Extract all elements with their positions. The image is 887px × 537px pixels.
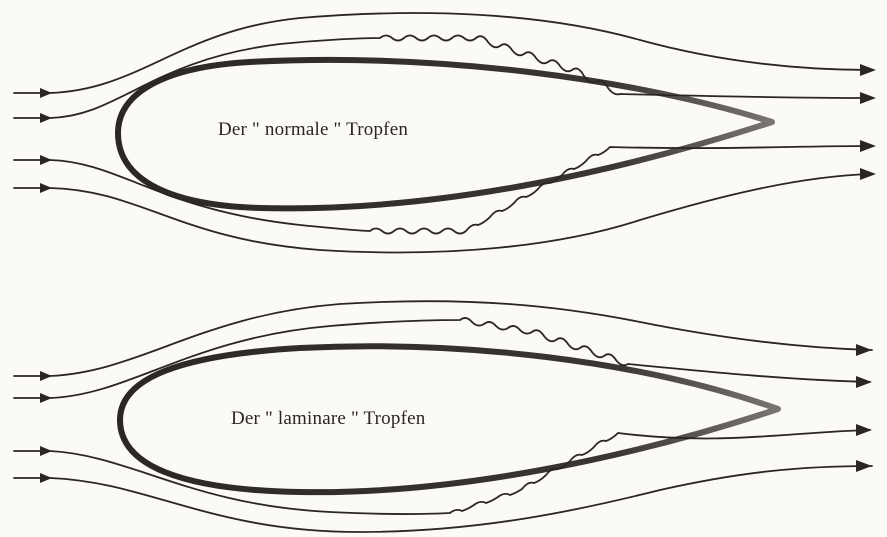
normal-outlet-arrows <box>860 64 876 180</box>
normal-streamline-upper-outer <box>14 13 872 93</box>
normal-streamline-upper-inner <box>14 36 870 119</box>
laminar-outlet-arrows <box>856 344 872 472</box>
normal-drop-figure <box>14 13 876 252</box>
laminar-inlet-arrows <box>40 371 52 483</box>
laminar-streamline-upper-outer <box>14 301 872 376</box>
laminar-drop-caption: Der " laminare " Tropfen <box>231 408 425 430</box>
laminar-streamline-lower-inner <box>14 430 870 514</box>
normal-drop-body <box>118 60 772 208</box>
normal-drop-caption: Der " normale " Tropfen <box>218 119 408 141</box>
normal-streamline-lower-inner <box>14 146 870 234</box>
normal-inlet-arrows <box>40 88 52 193</box>
laminar-drop-figure <box>14 301 872 532</box>
laminar-streamline-lower-outer <box>14 466 872 532</box>
